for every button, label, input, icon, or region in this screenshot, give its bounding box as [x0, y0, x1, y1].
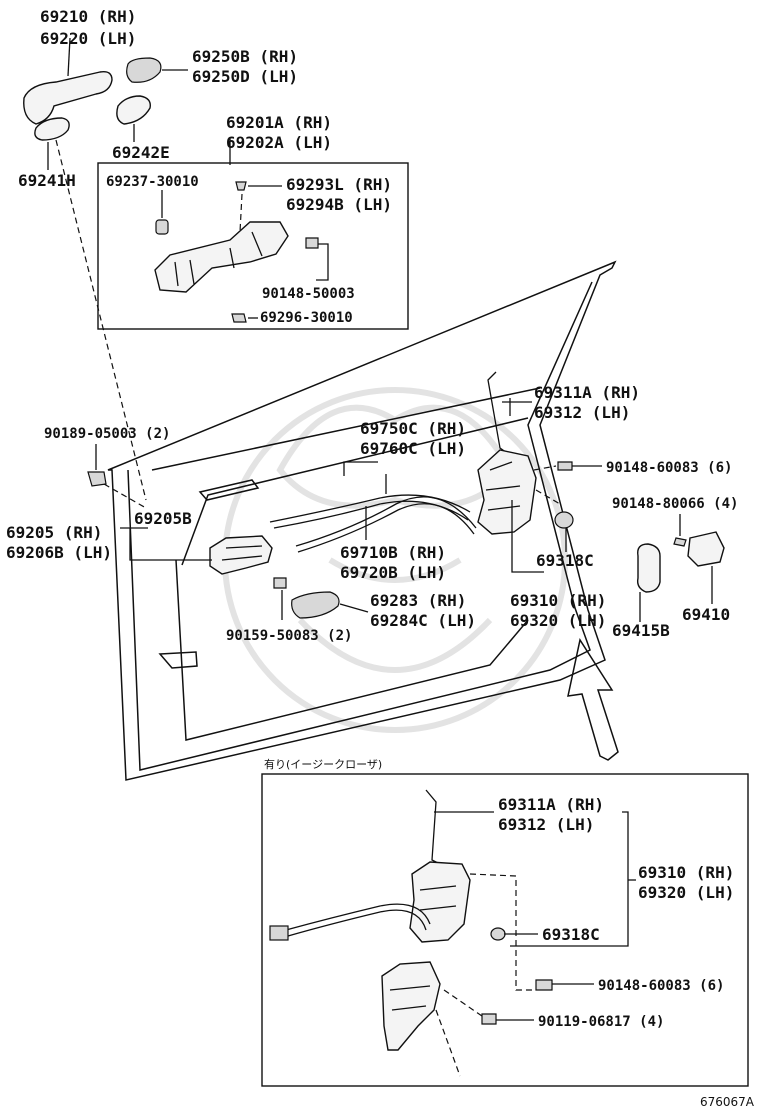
closer-cover — [490, 927, 506, 941]
handle-frame-box — [97, 162, 409, 330]
frame-bolt — [305, 237, 319, 249]
label-69312-bot: 69312 (LH) — [498, 815, 594, 834]
label-69250d: 69250D (LH) — [192, 67, 298, 86]
label-69312-top: 69312 (LH) — [534, 403, 630, 422]
label-69310-top: 69310 (RH) — [510, 591, 606, 610]
label-69310-bot: 69310 (RH) — [638, 863, 734, 882]
label-69720b: 69720B (LH) — [340, 563, 446, 582]
handle-frame — [154, 221, 289, 293]
label-90148-50003: 90148-50003 — [262, 286, 355, 302]
handle-pad — [116, 95, 151, 125]
label-69250b: 69250B (RH) — [192, 47, 298, 66]
label-90189: 90189-05003 (2) — [44, 426, 170, 442]
label-69283: 69283 (RH) — [370, 591, 466, 610]
label-69320-bot: 69320 (LH) — [638, 883, 734, 902]
handle-screw — [273, 577, 287, 589]
outside-handle — [23, 70, 113, 125]
label-69237: 69237-30010 — [106, 174, 199, 190]
label-90119: 90119-06817 (4) — [538, 1014, 664, 1030]
striker-plate — [636, 543, 661, 593]
closer-screw — [535, 979, 553, 991]
easy-closer-box — [261, 773, 749, 1087]
lower-bolt — [231, 313, 247, 323]
inside-handle — [209, 535, 273, 575]
label-90148-80066: 90148-80066 (4) — [612, 496, 738, 512]
diagram-code: 676067A — [700, 1095, 755, 1109]
label-69293l: 69293L (RH) — [286, 175, 392, 194]
label-69210: 69210 (RH) — [40, 7, 136, 26]
easy-closer-parts — [269, 789, 636, 1077]
closer-lock — [409, 861, 471, 943]
remote-cable — [295, 496, 477, 547]
door-lock — [477, 449, 537, 535]
label-69410: 69410 — [682, 605, 730, 624]
label-90148-60083-top: 90148-60083 (6) — [606, 460, 732, 476]
closer-motor — [381, 961, 441, 1051]
label-69294b: 69294B (LH) — [286, 195, 392, 214]
inside-handle-bezel — [291, 591, 340, 619]
label-69311a-bot: 69311A (RH) — [498, 795, 604, 814]
lock-cylinder — [155, 219, 169, 235]
inside-handle-group — [87, 444, 369, 620]
control-cable — [269, 494, 471, 523]
clip — [87, 471, 107, 487]
label-69318c-top: 69318C — [536, 551, 594, 570]
label-69284c: 69284C (LH) — [370, 611, 476, 630]
label-69202a: 69202A (LH) — [226, 133, 332, 152]
handle-frame-parts — [154, 138, 329, 323]
door-striker-group — [567, 514, 725, 761]
striker-screw — [673, 537, 687, 547]
handle-gasket — [34, 117, 70, 141]
label-69241h: 69241H — [18, 171, 76, 190]
handle-cap — [126, 57, 162, 83]
label-90159: 90159-50083 (2) — [226, 628, 352, 644]
lock-cover — [554, 511, 574, 529]
label-69206b: 69206B (LH) — [6, 543, 112, 562]
label-69220: 69220 (LH) — [40, 29, 136, 48]
striker — [687, 531, 725, 567]
label-69311a-top: 69311A (RH) — [534, 383, 640, 402]
closer-bolt — [481, 1013, 497, 1025]
label-69760c: 69760C (LH) — [360, 439, 466, 458]
label-90148-60083-bot: 90148-60083 (6) — [598, 978, 724, 994]
label-note-easy-closer: 有り(イージークローザ) — [264, 757, 382, 771]
arrow — [567, 638, 619, 761]
cap-screw — [235, 181, 247, 191]
label-69318c-bot: 69318C — [542, 925, 600, 944]
door-panel-outline — [107, 260, 617, 781]
label-69320-top: 69320 (LH) — [510, 611, 606, 630]
lock-rod-bottom — [425, 789, 445, 867]
label-69296: 69296-30010 — [260, 310, 353, 326]
label-69205b: 69205B — [134, 509, 192, 528]
label-69710b: 69710B (RH) — [340, 543, 446, 562]
lock-screw — [557, 461, 573, 471]
lock-cables — [269, 461, 477, 553]
label-69201a: 69201A (RH) — [226, 113, 332, 132]
label-69242e: 69242E — [112, 143, 170, 162]
outside-handle-group — [23, 37, 188, 501]
lock-assembly-top — [477, 371, 602, 573]
lock-rod — [487, 371, 521, 463]
part-labels: 69210 (RH) 69220 (LH) 69250B (RH) 69250D… — [6, 7, 755, 1109]
label-69205: 69205 (RH) — [6, 523, 102, 542]
closer-cable — [285, 903, 431, 931]
label-69750c: 69750C (RH) — [360, 419, 466, 438]
label-69415b: 69415B — [612, 621, 670, 640]
cable-connector — [269, 925, 289, 941]
